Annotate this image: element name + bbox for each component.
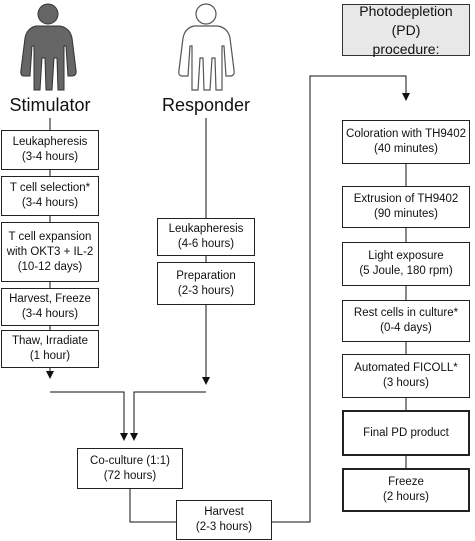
stimulator-step-leukapheresis: Leukapheresis (3-4 hours) (1, 130, 99, 170)
responder-title: Responder (161, 95, 251, 115)
pd-step-rest-cells: Rest cells in culture* (0-4 days) (342, 300, 470, 342)
stimulator-person-icon (20, 3, 77, 91)
stimulator-step-t-cell-expansion: T cell expansion with OKT3 + IL-2 (10-12… (1, 222, 99, 282)
stimulator-step-t-cell-selection: T cell selection* (3-4 hours) (1, 176, 99, 216)
pd-step-freeze: Freeze (2 hours) (342, 468, 470, 512)
stimulator-step-thaw-irradiate: Thaw, Irradiate (1 hour) (1, 330, 99, 368)
pd-step-coloration: Coloration with TH9402 (40 minutes) (342, 120, 470, 164)
stimulator-step-harvest-freeze: Harvest, Freeze (3-4 hours) (1, 288, 99, 326)
pd-step-final-product: Final PD product (342, 410, 470, 456)
harvest-step: Harvest (2-3 hours) (176, 500, 272, 540)
responder-step-leukapheresis: Leukapheresis (4-6 hours) (157, 218, 255, 256)
pd-step-light-exposure: Light exposure (5 Joule, 180 rpm) (342, 242, 470, 286)
pd-step-automated-ficoll: Automated FICOLL* (3 hours) (342, 354, 470, 398)
responder-step-preparation: Preparation (2-3 hours) (157, 262, 255, 305)
pd-procedure-header: Photodepletion (PD) procedure: (342, 3, 470, 57)
coculture-step: Co-culture (1:1) (72 hours) (77, 448, 183, 489)
stimulator-title: Stimulator (9, 95, 91, 115)
responder-person-icon (178, 3, 235, 91)
pd-step-extrusion: Extrusion of TH9402 (90 minutes) (342, 186, 470, 228)
